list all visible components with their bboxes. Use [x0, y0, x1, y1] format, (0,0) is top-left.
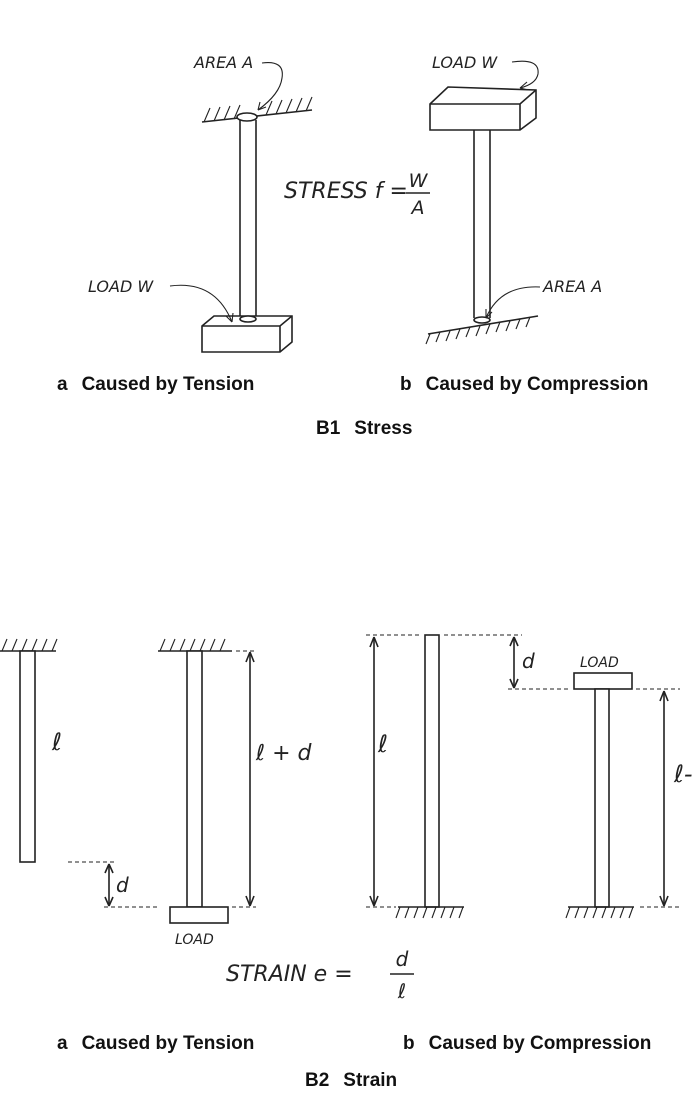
strain-formula-numerator: d [396, 947, 409, 971]
rod-original [424, 634, 440, 908]
area-arrowhead [257, 101, 267, 111]
stress-formula-numerator: W [409, 170, 429, 192]
strain-compression-shortened: LOAD d ℓ- [444, 634, 693, 919]
rod-stretched [186, 650, 203, 908]
stress-formula-prefix: STRESS f = [284, 179, 408, 204]
floor-hatch [395, 906, 464, 919]
stretched-length-label: ℓ + d [255, 741, 313, 766]
stress-compression-figure: LOAD W AREA A [425, 53, 602, 345]
section-number: B2 [305, 1070, 330, 1091]
caption-letter: a [57, 1033, 68, 1054]
load-arrowhead [225, 312, 234, 323]
strain-tension-stretched: LOAD ℓ + d d [68, 638, 313, 948]
load-block [573, 672, 633, 690]
floor-hatch [425, 316, 531, 345]
area-ellipse [473, 316, 491, 324]
load-leader-arrow [511, 60, 539, 89]
caption-letter: b [400, 374, 412, 395]
short-length-label: ℓ- [673, 760, 693, 788]
floor-hatch [565, 906, 634, 919]
load-label: LOAD W [88, 277, 154, 296]
stress-formula-denominator: A [410, 197, 425, 219]
area-leader-arrow [257, 62, 283, 111]
delta-label: d [522, 649, 535, 673]
stress-formula: STRESS f = W A [284, 170, 430, 219]
strain-formula: STRAIN e = d ℓ [226, 947, 414, 1003]
area-ellipse [236, 112, 258, 122]
load-block [429, 86, 537, 131]
strain-tension-caption: a Caused by Tension [57, 1033, 254, 1055]
strain-formula-prefix: STRAIN e = [226, 962, 353, 987]
strain-compression-original: ℓ [366, 634, 464, 919]
section-title: Stress [354, 418, 413, 439]
load-label: LOAD [175, 932, 214, 948]
strain-tension-original: ℓ [0, 638, 62, 863]
dim-arrowheads [659, 690, 669, 907]
rod-original [19, 650, 36, 863]
section-title: Strain [343, 1070, 398, 1091]
load-block-edges [430, 89, 537, 130]
stress-tension-caption: a Caused by Tension [57, 374, 254, 396]
load-label: LOAD W [432, 53, 498, 72]
load-arrowhead [519, 81, 529, 91]
area-arrowhead [485, 309, 493, 319]
rod-shortened [594, 688, 610, 908]
delta-arrowheads [104, 863, 114, 907]
caption-text: Caused by Compression [428, 1033, 652, 1054]
caption-text: Caused by Tension [81, 1033, 255, 1054]
load-leader-arrow [169, 284, 233, 323]
load-label: LOAD [580, 655, 619, 671]
section-number: B1 [316, 418, 341, 439]
rod-base [239, 315, 257, 323]
strain-compression-caption: b Caused by Compression [403, 1033, 651, 1055]
load-block-edges [202, 315, 293, 352]
area-leader-arrow [485, 286, 541, 319]
caption-letter: b [403, 1033, 415, 1054]
strain-formula-denominator: ℓ [397, 979, 406, 1003]
orig-length-label: ℓ [377, 730, 388, 758]
caption-text: Caused by Compression [425, 374, 649, 395]
load-block [169, 906, 229, 924]
load-block [201, 315, 293, 353]
caption-letter: a [57, 374, 68, 395]
delta-arrowheads [509, 636, 519, 689]
stress-section-title: B1 Stress [316, 418, 412, 440]
strain-section-title: B2 Strain [305, 1070, 397, 1092]
stress-compression-caption: b Caused by Compression [400, 374, 648, 396]
ceiling-hatch [159, 638, 226, 652]
delta-label: d [116, 873, 129, 897]
ceiling-hatch [203, 96, 313, 123]
area-label: AREA A [542, 277, 602, 296]
orig-length-label: ℓ [51, 728, 62, 756]
dim-arrowheads [369, 636, 379, 907]
caption-text: Caused by Tension [81, 374, 255, 395]
area-label: AREA A [193, 53, 253, 72]
stress-tension-figure: AREA A LOAD W [88, 53, 313, 353]
dim-arrowheads [245, 651, 255, 907]
ceiling-hatch [1, 638, 58, 652]
